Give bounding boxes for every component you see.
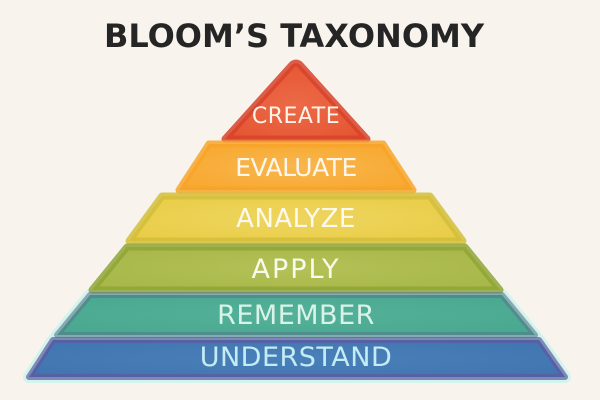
level-evaluate-label: EVALUATE xyxy=(235,153,357,182)
level-understand-shape xyxy=(26,337,568,380)
level-remember-label: REMEMBER xyxy=(217,300,375,331)
level-understand-label: UNDERSTAND xyxy=(200,342,393,373)
level-create-label: CREATE xyxy=(252,104,340,129)
level-remember-shape xyxy=(54,292,538,338)
level-analyze-label: ANALYZE xyxy=(236,204,356,234)
poster-title: BLOOM’S TAXONOMY xyxy=(104,17,485,55)
level-apply-label: APPLY xyxy=(252,254,341,285)
level-apply-shape xyxy=(88,243,504,294)
level-create-shape xyxy=(221,59,371,143)
level-evaluate-shape xyxy=(175,140,417,194)
level-analyze-shape xyxy=(125,192,467,245)
